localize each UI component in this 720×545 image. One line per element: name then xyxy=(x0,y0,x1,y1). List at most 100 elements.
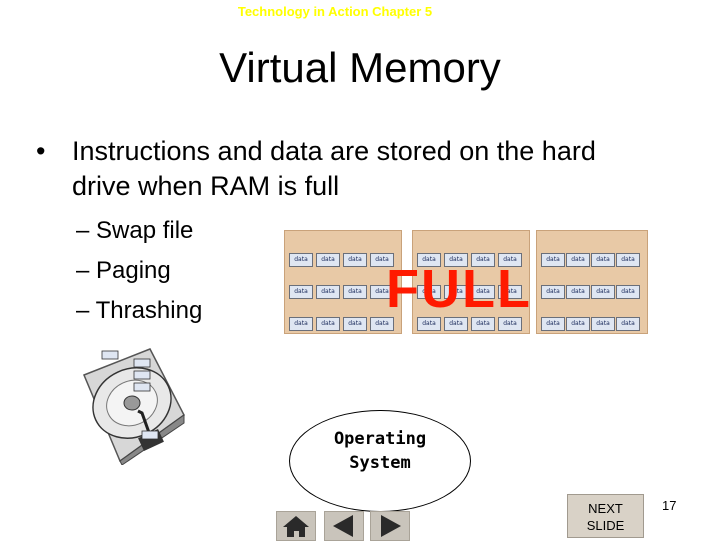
ram-cell xyxy=(566,237,588,249)
subitem-swap-file: – Swap file xyxy=(76,217,194,244)
ram-cell: data xyxy=(316,317,340,331)
ram-cell xyxy=(541,237,563,249)
ram-cell xyxy=(316,237,338,249)
ram-cell: data xyxy=(289,253,313,267)
arrow-right-icon xyxy=(381,515,401,537)
ram-cell xyxy=(591,301,613,313)
ram-full-label: FULL xyxy=(386,259,532,319)
subitem-thrashing: – Thrashing xyxy=(76,297,203,324)
ram-cell: data xyxy=(566,285,590,299)
ram-cell: data xyxy=(370,317,394,331)
ram-row xyxy=(285,267,401,283)
slide-title: Virtual Memory xyxy=(219,44,501,91)
hard-drive-icon xyxy=(83,348,185,465)
ram-cell: data xyxy=(444,285,468,299)
ram-cell xyxy=(289,269,311,281)
ram-cell: data xyxy=(591,253,615,267)
ram-cell: data xyxy=(316,253,340,267)
ram-row xyxy=(537,267,647,283)
ram-cell xyxy=(591,237,613,249)
ram-cell xyxy=(444,237,466,249)
ram-cell xyxy=(616,269,638,281)
ram-cell xyxy=(591,269,613,281)
ram-cell: data xyxy=(591,285,615,299)
ram-cell xyxy=(316,301,338,313)
presentation-header: Technology in Action Chapter 5 xyxy=(237,4,433,19)
ram-cell: data xyxy=(343,253,367,267)
next-button[interactable] xyxy=(370,511,410,541)
next-slide-label-line1: NEXT xyxy=(588,501,623,516)
ram-cell: data xyxy=(498,317,522,331)
ram-cell xyxy=(616,237,638,249)
ram-cell: data xyxy=(289,317,313,331)
home-button[interactable] xyxy=(276,511,316,541)
ram-cell: data xyxy=(616,253,640,267)
subitem-paging: – Paging xyxy=(76,257,171,284)
os-label-line2: System xyxy=(349,453,411,473)
ram-cell xyxy=(541,269,563,281)
ram-cell: data xyxy=(616,317,640,331)
ram-cell: data xyxy=(316,285,340,299)
arrow-left-icon xyxy=(333,515,353,537)
ram-cell: data xyxy=(541,253,565,267)
ram-cell: data xyxy=(616,285,640,299)
ram-cell: data xyxy=(289,285,313,299)
ram-cell: data xyxy=(471,285,495,299)
ram-cell: data xyxy=(417,285,441,299)
bullet-text: Instructions and data are stored on the … xyxy=(72,136,596,201)
bullet-marker: • xyxy=(36,136,46,166)
ram-cell: data xyxy=(541,317,565,331)
ram-row xyxy=(285,235,401,251)
next-slide-label-line2: SLIDE xyxy=(586,518,625,533)
home-icon xyxy=(283,516,309,537)
ram-cell xyxy=(343,237,365,249)
ram-cell xyxy=(316,269,338,281)
ram-cell: data xyxy=(417,317,441,331)
ram-cell xyxy=(343,269,365,281)
operating-system-ellipse: Operating System xyxy=(289,410,471,512)
ram-row xyxy=(285,299,401,315)
ram-cell: data xyxy=(471,253,495,267)
ram-row xyxy=(537,299,647,315)
ram-cell: data xyxy=(444,317,468,331)
ram-cell xyxy=(541,301,563,313)
page-number: 17 xyxy=(662,498,677,513)
ram-cell: data xyxy=(498,253,522,267)
ram-cell: data xyxy=(541,285,565,299)
ram-row xyxy=(413,235,529,251)
ram-cell: data xyxy=(444,253,468,267)
ram-cell xyxy=(498,237,520,249)
ram-cell xyxy=(471,237,493,249)
ram-cell: data xyxy=(370,253,394,267)
ram-cell xyxy=(343,301,365,313)
ram-cell xyxy=(370,237,392,249)
ram-cell xyxy=(289,301,311,313)
ram-cell: data xyxy=(566,253,590,267)
ram-row xyxy=(537,235,647,251)
ram-cell: data xyxy=(591,317,615,331)
ram-cell xyxy=(566,269,588,281)
previous-button[interactable] xyxy=(324,511,364,541)
next-slide-button[interactable]: NEXT SLIDE xyxy=(567,494,644,538)
ram-cell: data xyxy=(417,253,441,267)
ram-cell: data xyxy=(370,285,394,299)
ram-cell: data xyxy=(343,285,367,299)
ram-cell xyxy=(417,237,439,249)
ram-cell: data xyxy=(471,317,495,331)
ram-cell: data xyxy=(343,317,367,331)
ram-cell xyxy=(566,301,588,313)
ram-cell xyxy=(616,301,638,313)
os-label-line1: Operating xyxy=(333,429,427,449)
